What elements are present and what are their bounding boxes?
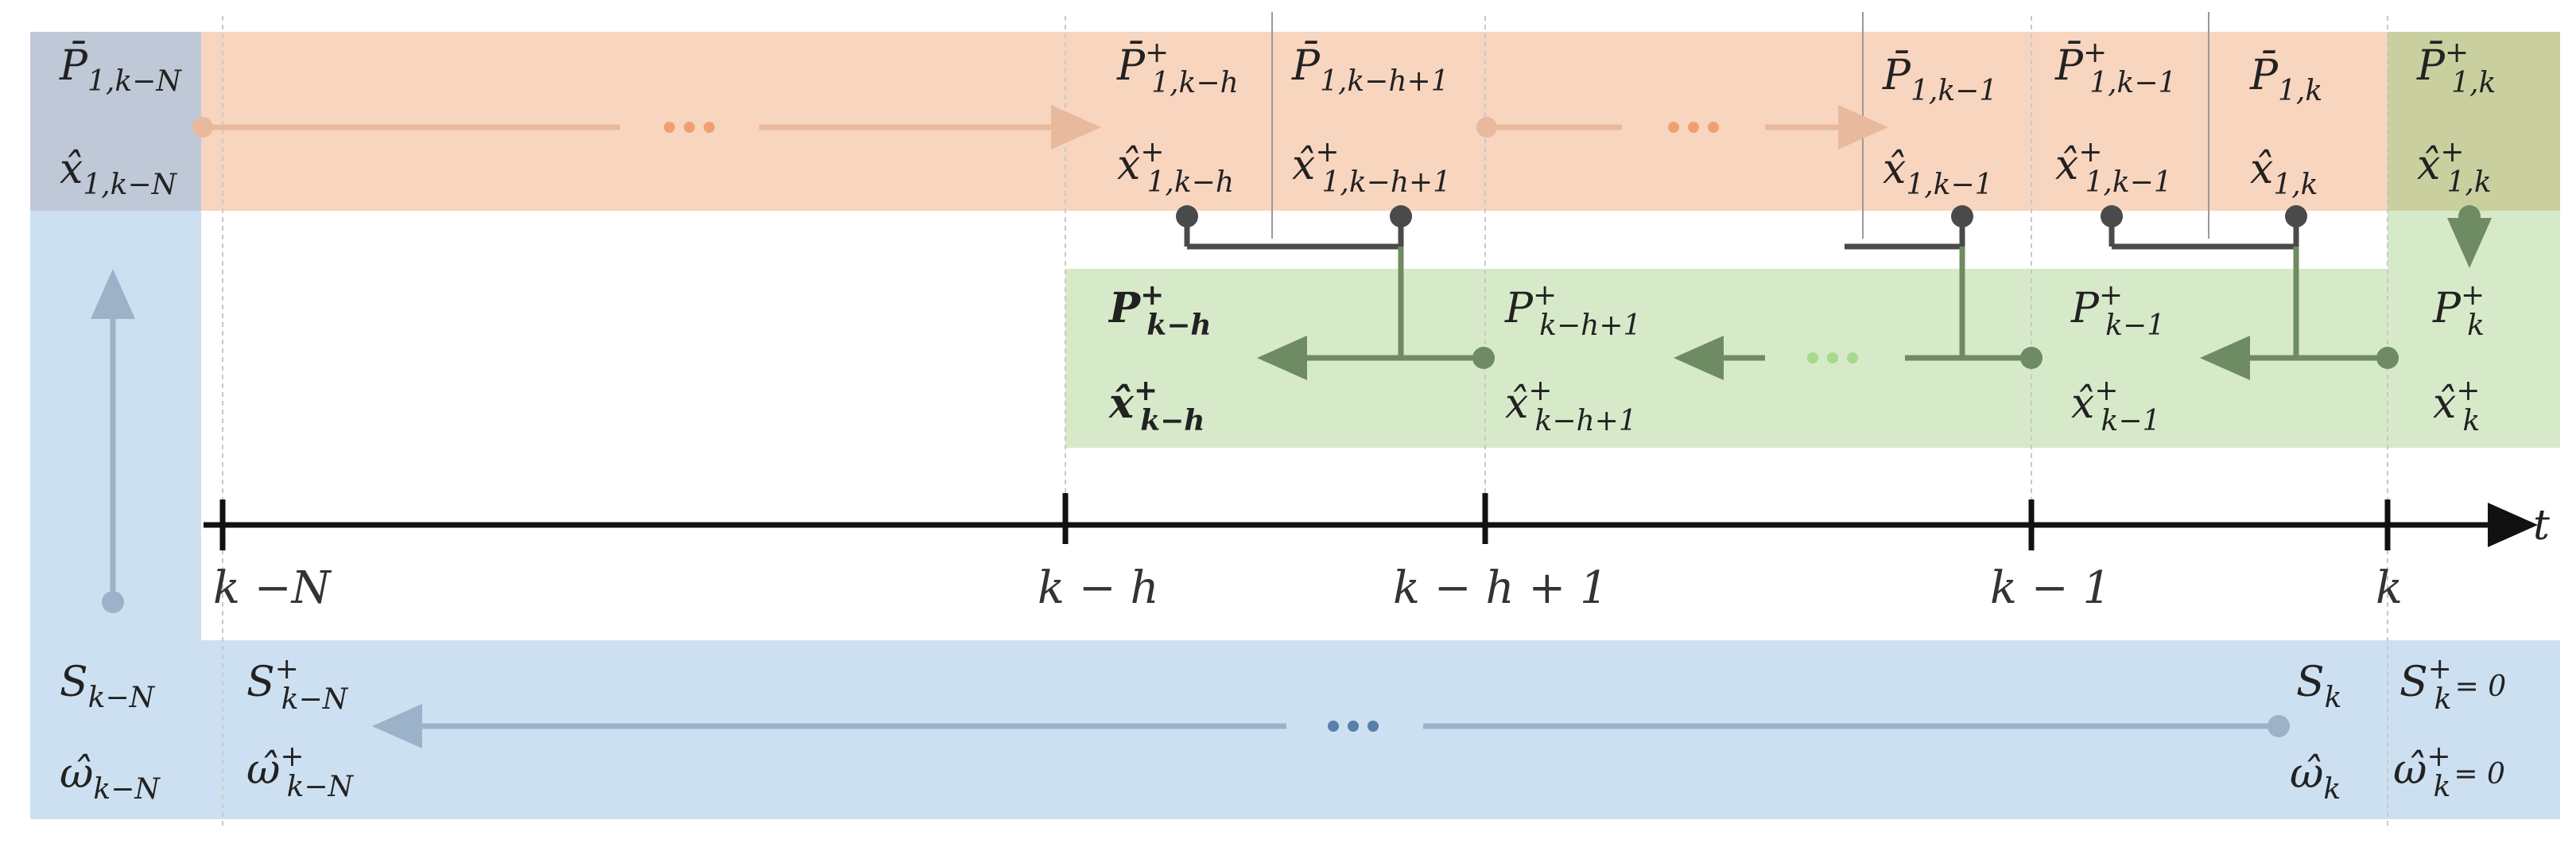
blue-arrows: [91, 269, 2279, 748]
tick-label-k-1: k − 1: [1990, 562, 2111, 614]
svg-text:P̄1,k−N: P̄1,k−N: [59, 41, 182, 98]
top-cell-right: P̄+1,k x̂+1,k: [2416, 37, 2496, 199]
dark-connectors: [1184, 216, 2299, 250]
top-right-olive-cell: [2388, 32, 2560, 211]
mid-cell-k: P+k x̂+k: [2432, 279, 2485, 437]
svg-text:x̂+k−h+1: x̂+k−h+1: [1505, 375, 1637, 437]
vertical-guides: [222, 16, 2388, 827]
svg-text:P+k−h+1: P+k−h+1: [1504, 279, 1641, 342]
time-axis-label: t: [2533, 502, 2550, 550]
dark-connector-dots: [1176, 205, 2307, 227]
svg-text:x̂1,k−N: x̂1,k−N: [60, 146, 178, 201]
bottom-cell-k-N: Sk−N ω̂k−N: [60, 659, 161, 806]
svg-text:P̄1,k−1: P̄1,k−1: [1882, 51, 1997, 107]
top-cell-k-h-1: P̄1,k−h+1 x̂+1,k−h+1: [1291, 41, 1451, 199]
mid-cell-k-h-1: P+k−h+1 x̂+k−h+1: [1504, 279, 1641, 437]
orange-band: [201, 32, 2388, 211]
svg-text:S+k= 0: S+k= 0: [2399, 653, 2506, 716]
svg-text:x̂+1,k−h+1: x̂+1,k−h+1: [1292, 136, 1451, 199]
svg-text:x̂1,k−1: x̂1,k−1: [1883, 146, 1993, 201]
tick-label-k-N: k −N: [213, 562, 332, 614]
svg-text:ω̂+k= 0: ω̂+k= 0: [2393, 740, 2505, 803]
top-left-gray-cell: [30, 32, 201, 211]
svg-text:ω̂k−N: ω̂k−N: [60, 750, 161, 806]
svg-text:Sk−N: Sk−N: [60, 659, 156, 714]
top-cell-k-h-plus: P̄+1,k−h x̂+1,k−h: [1116, 37, 1239, 199]
top-cell-k-1-plus: P̄+1,k−1 x̂+1,k−1: [2054, 37, 2176, 199]
top-cell-left: P̄1,k−N x̂1,k−N: [59, 41, 182, 201]
blue-ellipsis-icon: [1328, 721, 1379, 732]
blue-dots: [102, 591, 2290, 737]
time-axis: [204, 493, 2538, 550]
mid-cell-k-1: P+k−1 x̂+k−1: [2070, 279, 2165, 437]
svg-text:P̄+1,k−h: P̄+1,k−h: [1116, 37, 1239, 99]
svg-text:ω̂+k−N: ω̂+k−N: [246, 740, 355, 803]
mid-cell-k-h: P+k−h x̂+k−h: [1108, 278, 1212, 437]
top-cell-k-1: P̄1,k−1 x̂1,k−1: [1882, 51, 1997, 201]
svg-text:S+k−N: S+k−N: [246, 653, 349, 716]
top-cell-k: P̄1,k x̂1,k: [2249, 51, 2322, 201]
tick-label-k: k: [2376, 562, 2403, 614]
orange-ellipsis-icon-1: [664, 122, 715, 133]
svg-text:P+k−1: P+k−1: [2070, 279, 2165, 342]
orange-ellipsis-icon-2: [1668, 122, 1719, 133]
svg-text:P+k: P+k: [2432, 279, 2485, 342]
green-dots: [1472, 205, 2481, 369]
svg-text:ω̂k: ω̂k: [2290, 750, 2341, 806]
orange-arrows: [192, 105, 1888, 150]
svg-text:x̂+1,k−1: x̂+1,k−1: [2055, 136, 2172, 199]
svg-text:x̂+k: x̂+k: [2433, 375, 2481, 437]
bottom-cell-k-plus: S+k= 0 ω̂+k= 0: [2393, 653, 2506, 803]
green-ellipsis-icon: [1807, 352, 1858, 363]
svg-text:x̂1,k: x̂1,k: [2250, 146, 2318, 201]
green-arrows: [1257, 216, 2492, 380]
svg-text:P̄1,k−h+1: P̄1,k−h+1: [1291, 41, 1449, 98]
svg-text:x̂+1,k: x̂+1,k: [2417, 136, 2492, 199]
tick-label-k-h: k − h: [1038, 562, 1159, 614]
svg-text:x̂+k−1: x̂+k−1: [2071, 375, 2160, 437]
bottom-cell-k: Sk ω̂k: [2290, 659, 2341, 806]
svg-text:Sk: Sk: [2296, 659, 2341, 714]
svg-text:x̂+1,k−h: x̂+1,k−h: [1117, 136, 1234, 199]
svg-text:P̄+1,k−1: P̄+1,k−1: [2054, 37, 2176, 99]
svg-text:P+k−h: P+k−h: [1108, 278, 1212, 342]
bottom-blue-band: [30, 640, 2560, 819]
bottom-cell-k-N-plus: S+k−N ω̂+k−N: [246, 653, 355, 803]
svg-text:P̄+1,k: P̄+1,k: [2416, 37, 2496, 99]
tick-label-k-h-1: k − h + 1: [1393, 562, 1608, 614]
svg-text:x̂+k−h: x̂+k−h: [1108, 374, 1205, 437]
svg-text:P̄1,k: P̄1,k: [2249, 51, 2322, 107]
